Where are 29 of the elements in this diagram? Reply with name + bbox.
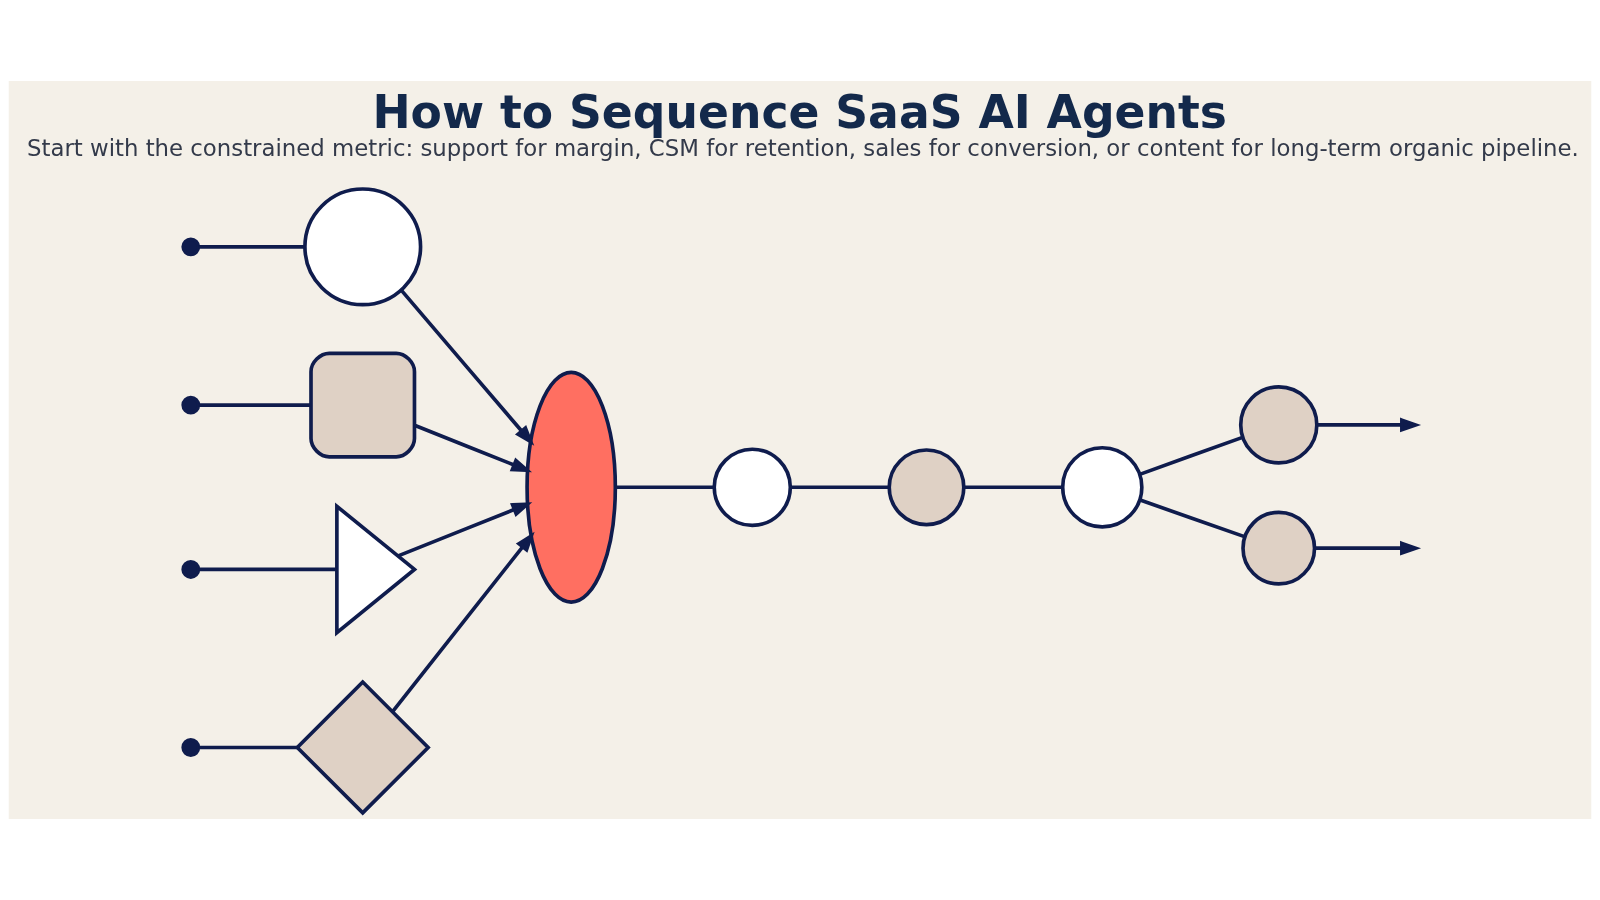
arrow	[391, 531, 535, 713]
node-circle	[1241, 510, 1317, 586]
arrow	[400, 289, 535, 446]
connector	[198, 245, 305, 249]
connector	[198, 403, 311, 407]
node-circle	[1060, 445, 1144, 529]
node-dot	[181, 560, 201, 579]
node-triangle	[335, 502, 418, 637]
connector	[1139, 498, 1246, 539]
node-circle	[712, 447, 793, 528]
arrow	[413, 423, 533, 473]
node-box	[309, 351, 417, 459]
node-diamond	[294, 679, 431, 816]
node-dot	[181, 395, 201, 415]
arrow	[1315, 540, 1422, 556]
connector	[963, 485, 1063, 490]
connector	[790, 485, 889, 490]
node-dot	[181, 237, 201, 257]
connector	[198, 567, 337, 572]
node-circle	[1238, 385, 1319, 465]
node-circle	[887, 448, 966, 527]
connector	[615, 485, 714, 490]
node-dot	[181, 738, 201, 757]
arrow	[1317, 417, 1422, 433]
node-semicircle	[525, 370, 618, 604]
node-circle	[303, 187, 423, 307]
arrow	[397, 502, 533, 558]
connector	[1139, 435, 1244, 477]
connector	[198, 745, 298, 750]
